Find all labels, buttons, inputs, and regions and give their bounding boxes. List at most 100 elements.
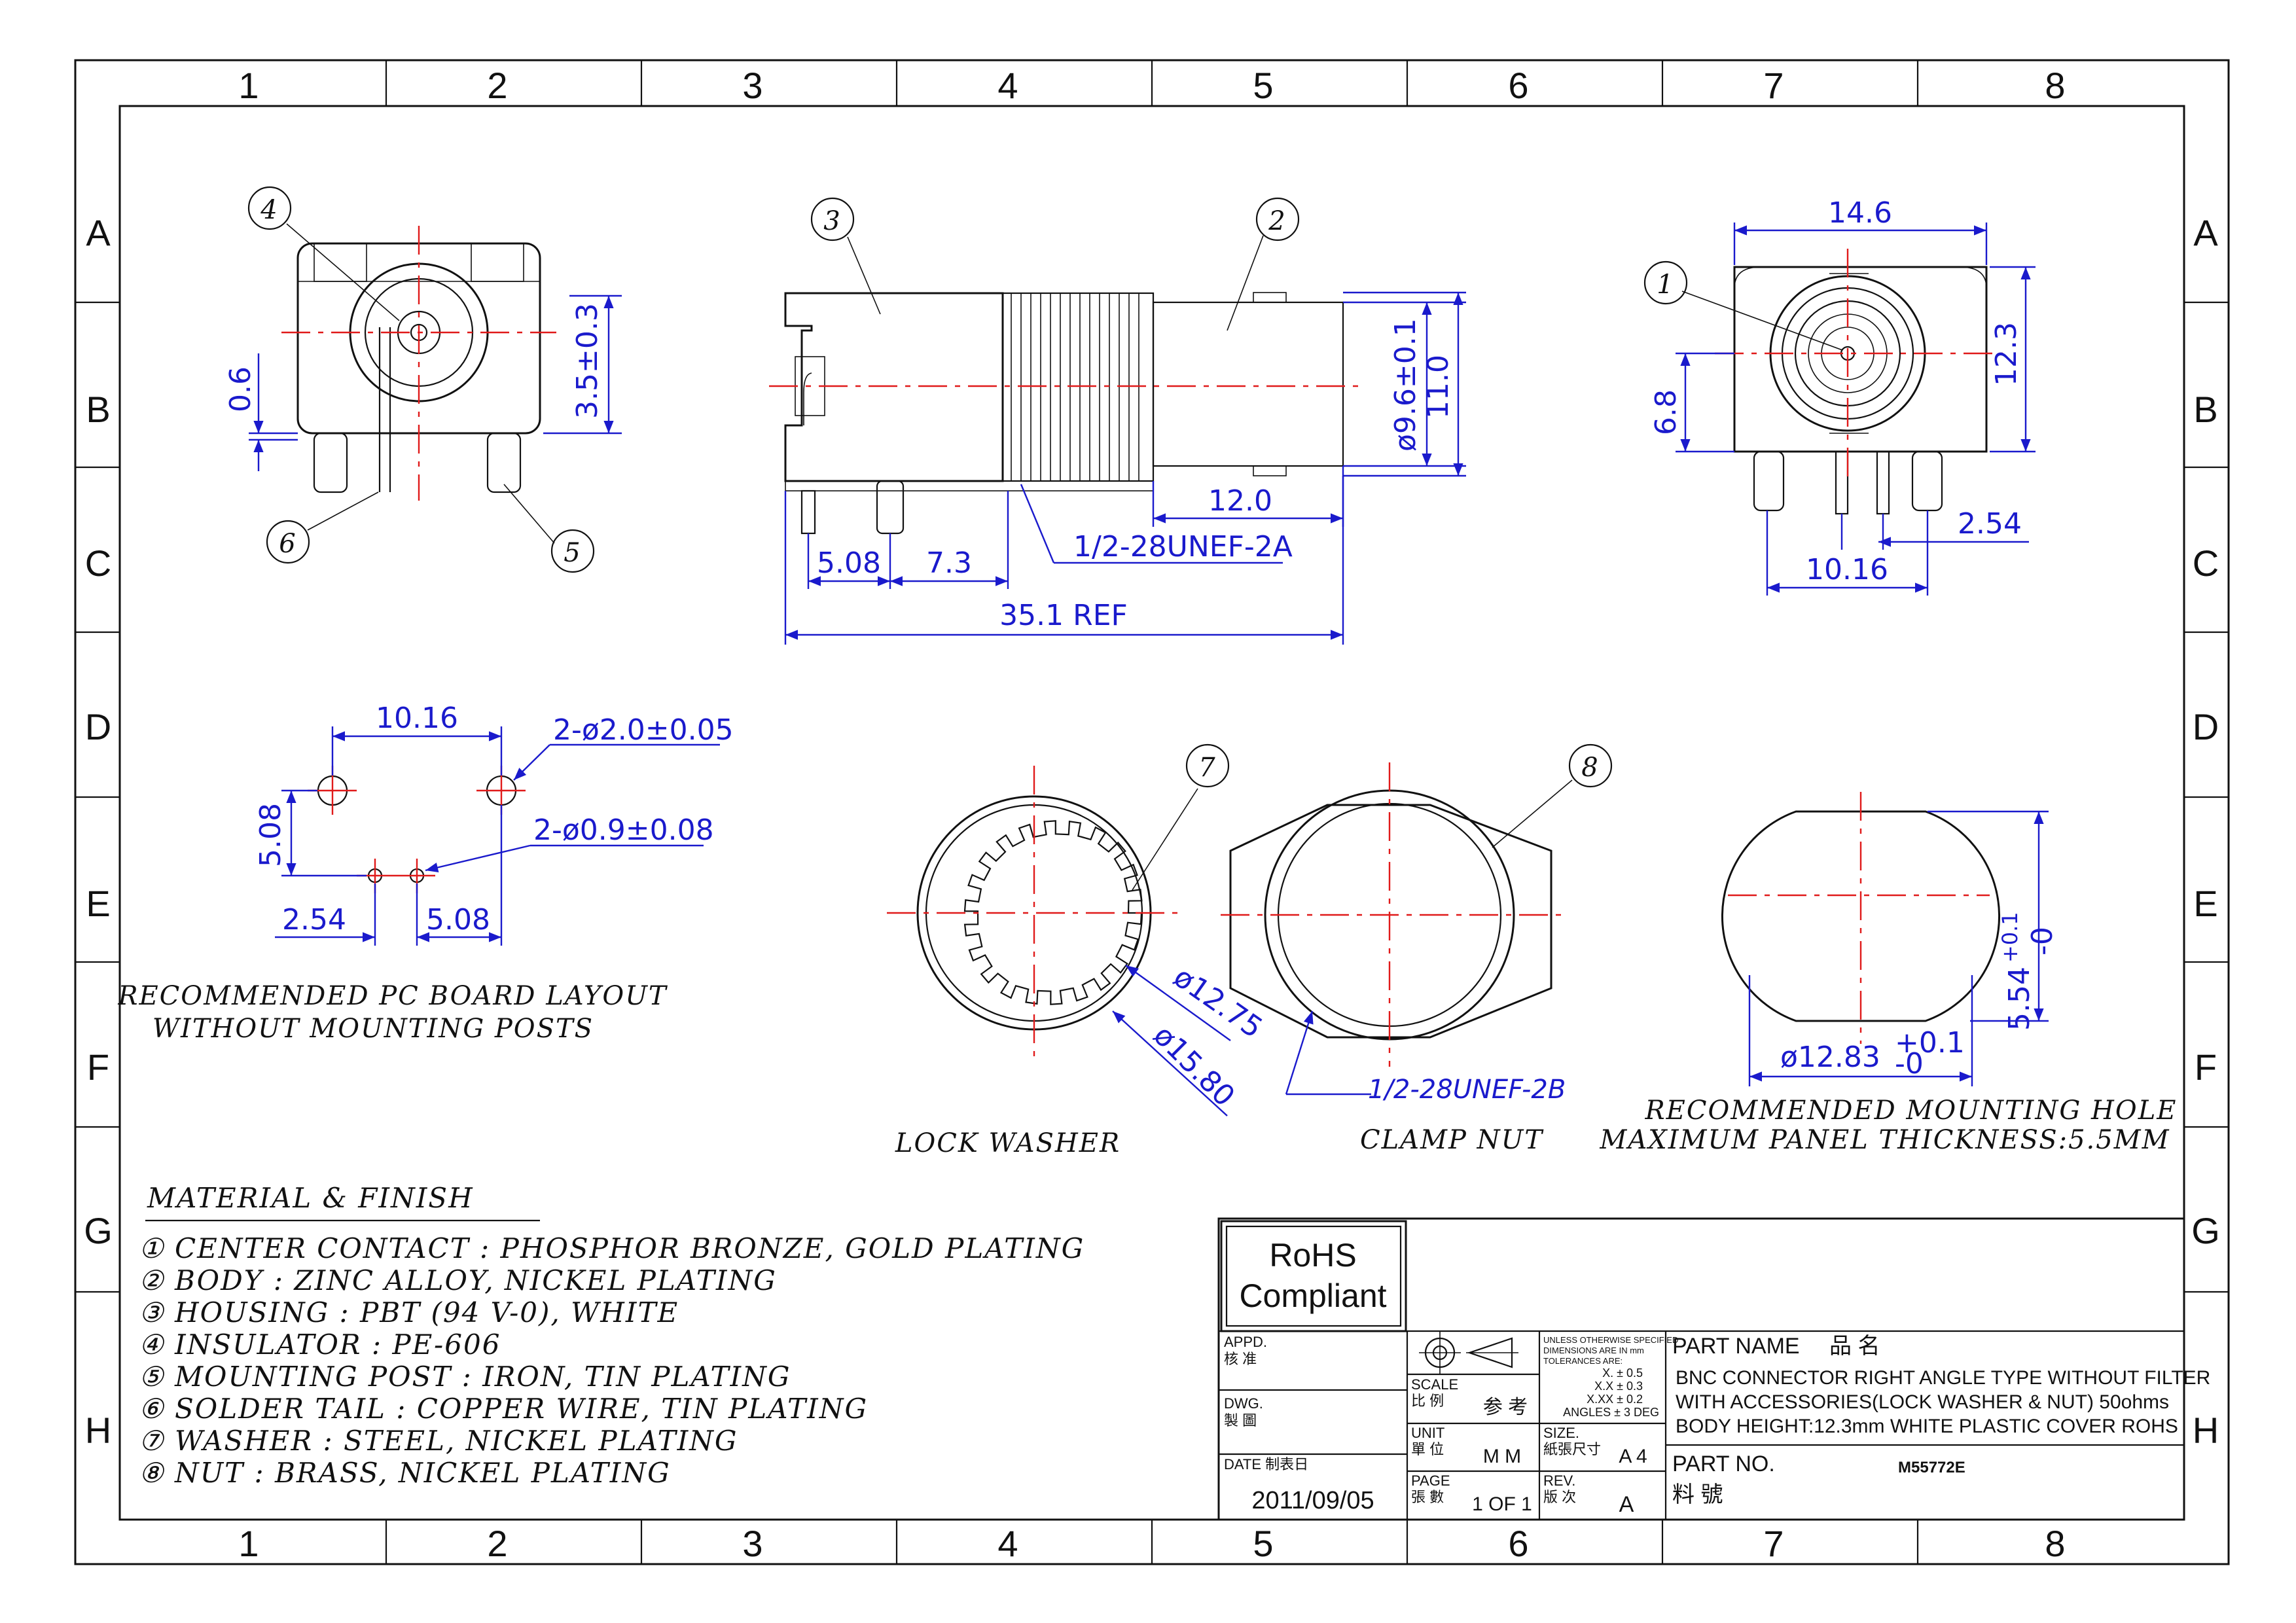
balloon-6: 6 [279,529,296,559]
material-item-6: ⑥ SOLDER TAIL : COPPER WIRE, TIN PLATING [139,1393,868,1425]
dim-pcb-2-54: 2.54 [282,903,346,936]
zone-labels: 1 2 3 4 5 6 7 8 1 2 3 4 5 6 7 8 A B C D … [84,65,2220,1564]
date-value: 2011/09/05 [1251,1487,1374,1514]
balloon-5: 5 [564,538,581,568]
page-label: PAGE [1411,1472,1450,1489]
dim-front-w: 14.6 [1828,196,1892,230]
dim-body-11: 11.0 [1422,355,1455,419]
col-label-bottom-5: 5 [1253,1523,1273,1564]
scale-cn: 比 例 [1411,1393,1444,1409]
unit-cn: 單 位 [1411,1441,1444,1457]
rohs-line2: Compliant [1239,1277,1386,1314]
rev-value: A [1619,1492,1634,1517]
page-cn: 張 數 [1411,1489,1444,1505]
material-item-1: ① CENTER CONTACT : PHOSPHOR BRONZE, GOLD… [139,1232,1085,1264]
col-label-top-2: 2 [487,65,507,106]
scale-label: SCALE [1411,1376,1458,1393]
dim-hole-dia-minus: -0 [1895,1047,1924,1080]
col-label-bottom-4: 4 [997,1523,1018,1564]
dim-washer-outer: ø15.80 [1147,1019,1241,1113]
material-item-2: ② BODY : ZINC ALLOY, NICKEL PLATING [139,1264,777,1296]
col-label-bottom-2: 2 [487,1523,507,1564]
lock-washer: 7 ø12.75 ø15.80 LOCK WASHER [887,743,1268,1158]
dim-pcb-hole-large: 2-ø2.0±0.05 [553,713,734,747]
dim-3-5: 3.5±0.3 [571,303,604,419]
dim-0-6: 0.6 [224,366,257,412]
row-label-right-d: D [2193,706,2219,747]
col-label-top-3: 3 [742,65,762,106]
front-view: 14.6 12.3 6.8 10.16 2.54 1 [1643,196,2036,596]
material-item-5: ⑤ MOUNTING POST : IRON, TIN PLATING [139,1361,791,1393]
washer-teeth [963,820,1143,1005]
unit-value: M M [1483,1446,1521,1467]
row-label-left-e: E [86,883,110,924]
desc-line3: BODY HEIGHT:12.3mm WHITE PLASTIC COVER R… [1676,1416,2178,1437]
row-label-left-b: B [86,389,110,430]
size-label: SIZE. [1543,1425,1579,1441]
row-label-left-g: G [84,1210,113,1251]
col-label-top-5: 5 [1253,65,1273,106]
tol-angles: ANGLES ± 3 DEG [1563,1406,1659,1419]
dwg-label: DWG. [1224,1395,1263,1412]
pcb-caption-line2: WITHOUT MOUNTING POSTS [152,1014,594,1044]
tol-note-3: TOLERANCES ARE: [1543,1356,1623,1366]
part-no-cn: 料 號 [1672,1482,1723,1507]
dim-hole-height-minus: -0 [2026,927,2059,955]
col-label-top-7: 7 [1763,65,1784,106]
rear-view: 0.6 3.5±0.3 4 6 5 [224,186,622,573]
material-item-3: ③ HOUSING : PBT (94 V-0), WHITE [139,1296,679,1329]
unit-label: UNIT [1411,1425,1444,1441]
col-label-top-4: 4 [997,65,1018,106]
row-label-right-b: B [2193,389,2217,430]
dim-front-6-8: 6.8 [1649,389,1683,435]
row-label-right-e: E [2193,883,2217,924]
row-label-left-d: D [85,706,111,747]
part-no-label: PART NO. [1672,1452,1775,1476]
date-label: DATE 制表日 [1224,1456,1308,1472]
row-label-right-g: G [2191,1210,2220,1251]
mount-caption-line1: RECOMMENDED MOUNTING HOLE [1645,1096,2178,1126]
row-label-right-c: C [2193,543,2219,584]
part-name-cn: 品 名 [1829,1334,1880,1359]
balloon-8: 8 [1581,753,1599,783]
tol-xxx: X.XX ± 0.2 [1587,1393,1643,1406]
dim-pcb-hole-small: 2-ø0.9±0.08 [533,813,714,847]
clamp-nut-caption: CLAMP NUT [1360,1125,1544,1155]
dim-pin-7-3: 7.3 [926,546,972,580]
balloon-7: 7 [1198,753,1216,783]
dim-thread-int: 1/2-28UNEF-2B [1368,1075,1566,1105]
row-label-left-a: A [86,212,111,253]
dim-front-h: 12.3 [1990,322,2023,386]
col-label-top-1: 1 [238,65,259,106]
pcb-layout: 10.16 2-ø2.0±0.05 2-ø0.9±0.08 5.08 2.54 … [117,702,733,1044]
appd-cn: 核 准 [1224,1351,1257,1367]
row-label-left-c: C [85,543,111,584]
dim-front-10-16: 10.16 [1806,553,1888,586]
balloon-4: 4 [260,195,278,225]
material-title: MATERIAL & FINISH [147,1182,474,1214]
desc-line2: WITH ACCESSORIES(LOCK WASHER & NUT) 50oh… [1676,1391,2169,1413]
balloon-1: 1 [1657,270,1674,300]
dim-len-ref: 35.1 REF [999,599,1128,632]
desc-line1: BNC CONNECTOR RIGHT ANGLE TYPE WITHOUT F… [1676,1367,2210,1389]
projection-symbol-icon [1419,1332,1518,1374]
col-label-bottom-8: 8 [2045,1523,2065,1564]
dim-hole-height: 5.54+0.1 [1998,912,2036,1031]
mount-caption-line2: MAXIMUM PANEL THICKNESS:5.5MM [1599,1125,2170,1155]
col-label-bottom-1: 1 [238,1523,259,1564]
col-label-bottom-7: 7 [1763,1523,1784,1564]
col-label-top-8: 8 [2045,65,2065,106]
rohs-line1: RoHS [1269,1237,1356,1274]
row-label-right-h: H [2193,1410,2219,1451]
clamp-nut: 8 1/2-28UNEF-2B CLAMP NUT [1221,743,1613,1155]
row-label-left-f: F [87,1046,109,1088]
side-view: ø9.6±0.1 11.0 12.0 1/2-28UNEF-2A 5.08 7.… [769,197,1466,645]
page-value: 1 OF 1 [1472,1493,1532,1515]
material-item-4: ④ INSULATOR : PE-606 [139,1329,501,1361]
col-label-top-6: 6 [1508,65,1528,106]
dim-body-dia: ø9.6±0.1 [1389,318,1422,452]
material-item-8: ⑧ NUT : BRASS, NICKEL PLATING [139,1457,671,1489]
col-label-bottom-6: 6 [1508,1523,1528,1564]
lock-washer-caption: LOCK WASHER [895,1128,1121,1158]
